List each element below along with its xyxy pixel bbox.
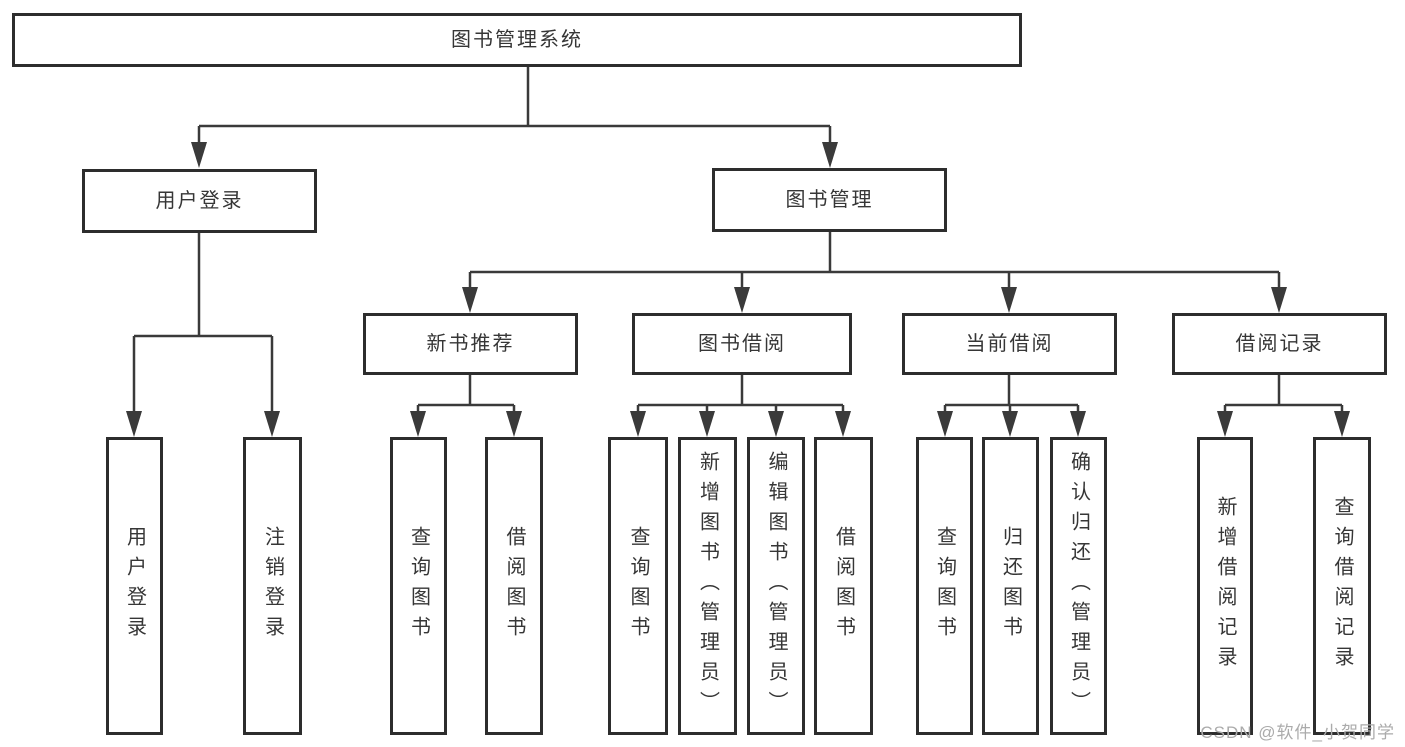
leaf-edit-books-admin: 编辑图书（管理员） (747, 437, 805, 735)
leaf-logout: 注销登录 (243, 437, 302, 735)
arrowheads (126, 142, 1350, 437)
node-borrowing-records: 借阅记录 (1172, 313, 1387, 375)
leaf-borrow-books: 借阅图书 (814, 437, 873, 735)
node-library-management-system: 图书管理系统 (12, 13, 1022, 67)
leaf-return-books: 归还图书 (982, 437, 1039, 735)
leaf-query-books-recommend: 查询图书 (390, 437, 447, 735)
leaf-query-borrow-record: 查询借阅记录 (1313, 437, 1371, 735)
leaf-user-login: 用户登录 (106, 437, 163, 735)
leaf-query-books-borrowing: 查询图书 (608, 437, 668, 735)
leaf-borrow-books-recommend: 借阅图书 (485, 437, 543, 735)
node-book-borrowing: 图书借阅 (632, 313, 852, 375)
leaf-confirm-return-admin: 确认归还（管理员） (1050, 437, 1107, 735)
node-user-login: 用户登录 (82, 169, 317, 233)
node-book-management: 图书管理 (712, 168, 947, 232)
csdn-watermark: CSDN @软件_小贺同学 (1200, 723, 1395, 742)
node-current-borrowing: 当前借阅 (902, 313, 1117, 375)
node-new-book-recommend: 新书推荐 (363, 313, 578, 375)
leaf-add-borrow-record: 新增借阅记录 (1197, 437, 1253, 735)
leaf-query-books-current: 查询图书 (916, 437, 973, 735)
leaf-add-books-admin: 新增图书（管理员） (678, 437, 737, 735)
